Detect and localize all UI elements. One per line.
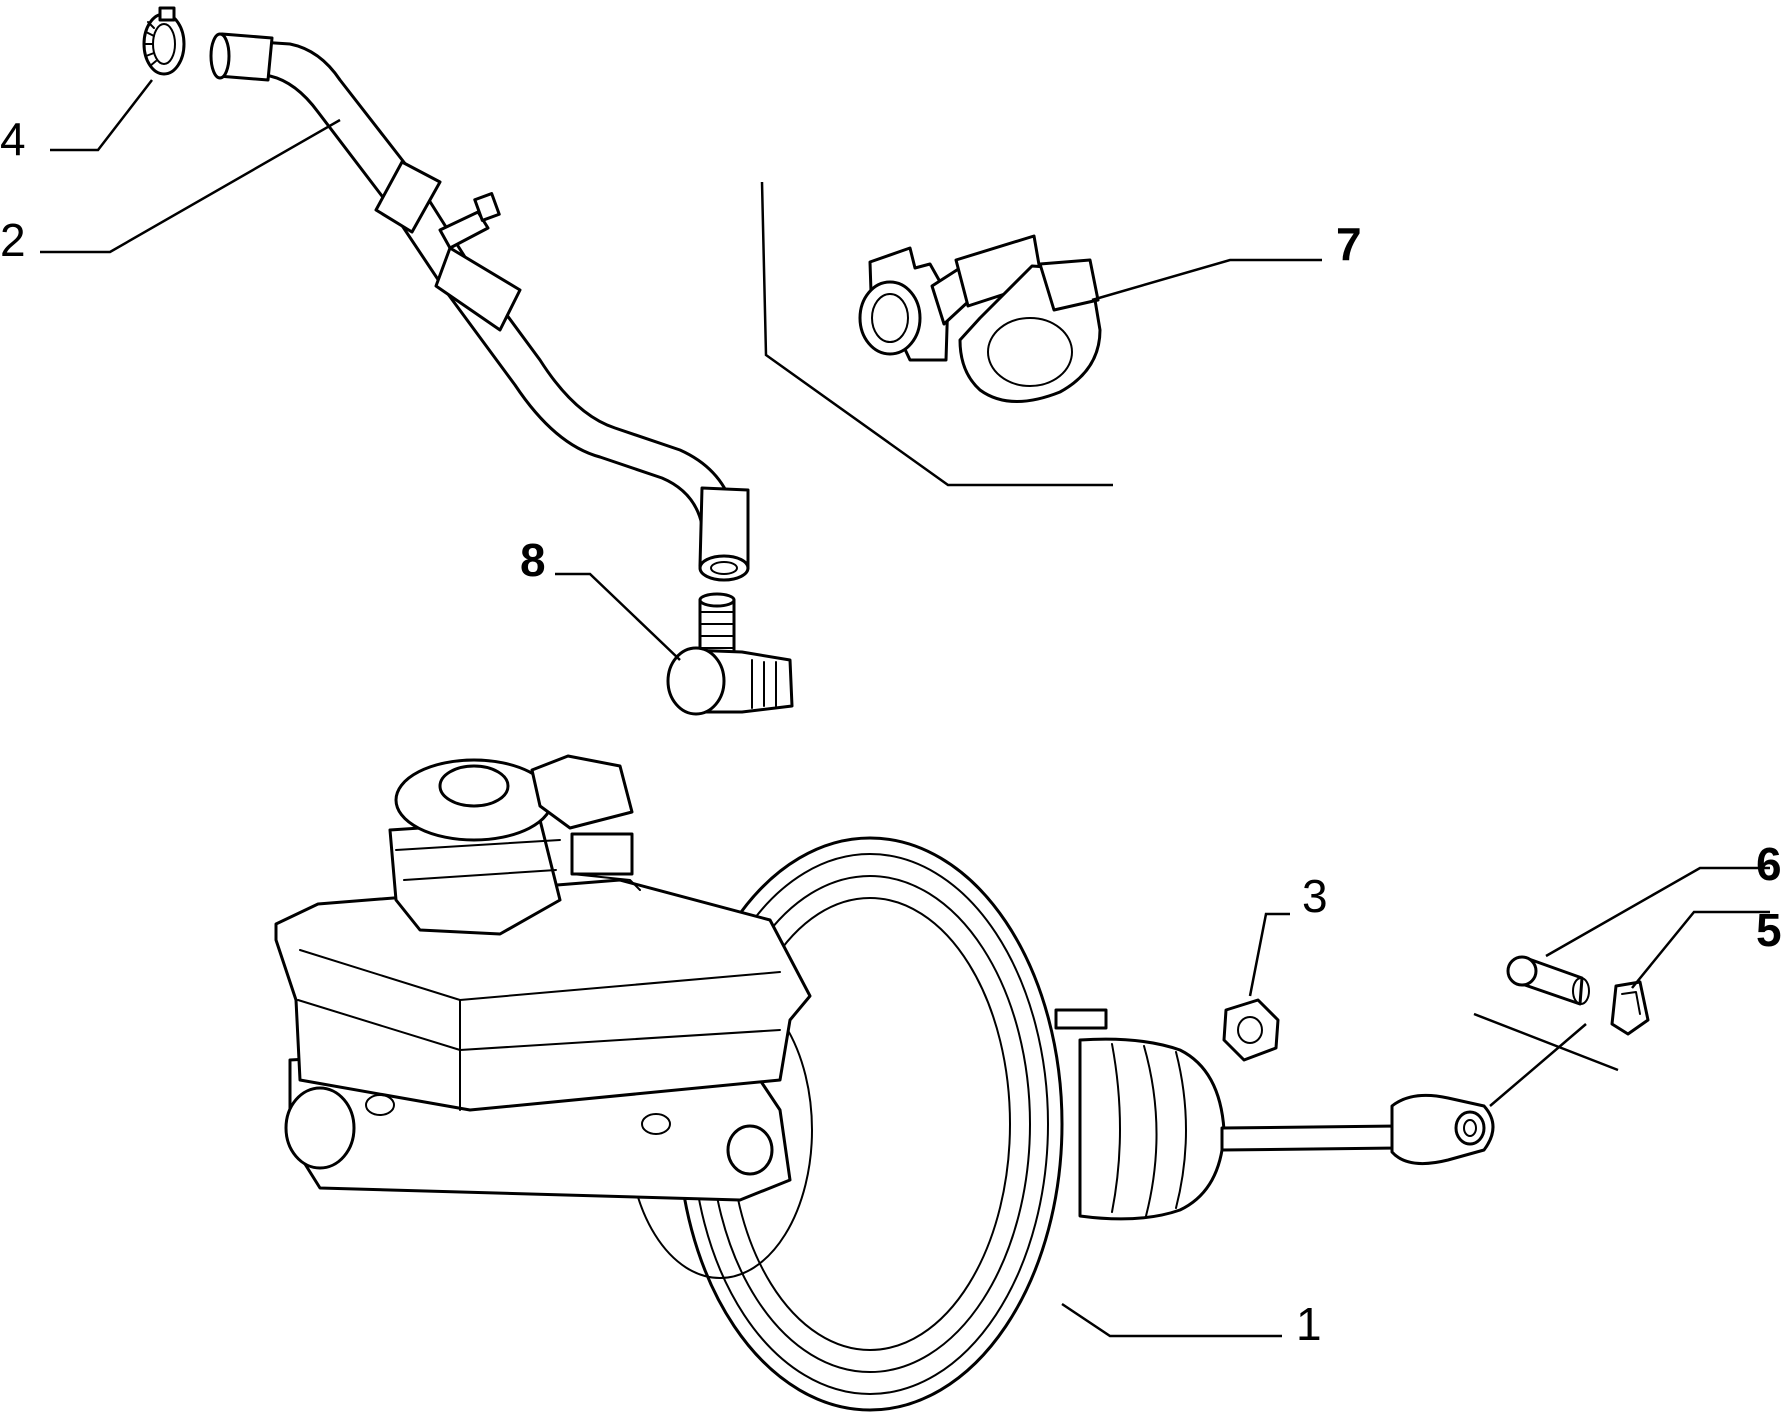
part-2-vacuum-hose bbox=[209, 32, 750, 582]
leader-4 bbox=[50, 79, 153, 152]
part-7-hose-clip bbox=[858, 234, 1102, 403]
callout-8: 8 bbox=[520, 534, 546, 586]
callout-5: 5 bbox=[1756, 904, 1782, 956]
callout-3: 3 bbox=[1302, 870, 1328, 922]
leader-5 bbox=[1631, 910, 1770, 989]
leader-8 bbox=[555, 572, 681, 661]
leader-2 bbox=[40, 118, 341, 254]
part-8-elbow-fitting bbox=[666, 592, 794, 716]
callout-2: 2 bbox=[0, 214, 26, 266]
callout-4: 4 bbox=[0, 113, 26, 165]
leader-6 bbox=[1545, 866, 1770, 958]
assembly-arrow-lines bbox=[1473, 1012, 1619, 1107]
leader-7 bbox=[1091, 258, 1322, 302]
part-1-brake-booster-assembly bbox=[274, 754, 1495, 1412]
part-5-retaining-clip bbox=[1610, 980, 1650, 1036]
callout-6: 6 bbox=[1756, 838, 1782, 890]
part-7-box-frame bbox=[760, 181, 1113, 487]
leader-1 bbox=[1061, 1302, 1282, 1338]
part-6-clevis-pin bbox=[1506, 955, 1590, 1006]
part-3-nut bbox=[1222, 998, 1280, 1062]
callout-7: 7 bbox=[1336, 218, 1362, 270]
callout-1: 1 bbox=[1296, 1298, 1322, 1350]
leader-3 bbox=[1248, 912, 1290, 997]
part-4-hose-clamp bbox=[142, 6, 186, 76]
